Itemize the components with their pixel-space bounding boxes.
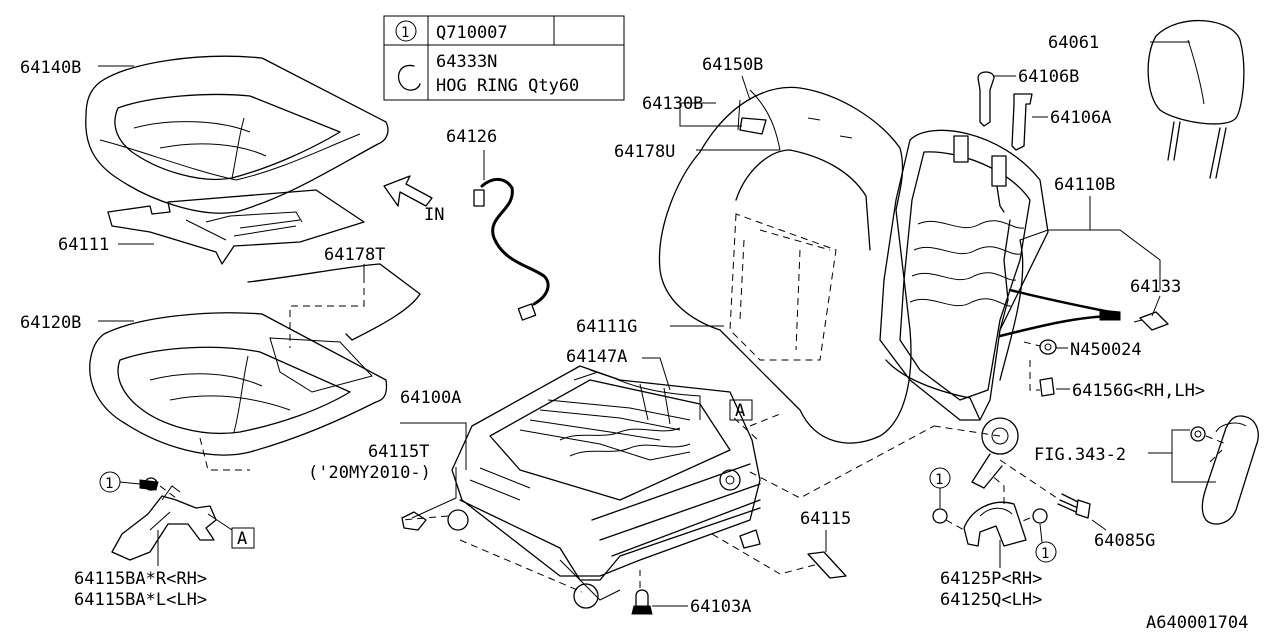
seatback-pad bbox=[658, 86, 912, 444]
label-64106B: 64106B bbox=[1018, 67, 1079, 87]
callout-1-label: 1 bbox=[935, 472, 943, 488]
label-N450024: N450024 bbox=[1070, 340, 1142, 360]
callout-1-bracket: 1 bbox=[99, 471, 141, 493]
seat-pad-plate bbox=[107, 189, 365, 265]
label-64150B: 64150B bbox=[702, 55, 763, 75]
label-64100A: 64100A bbox=[400, 388, 461, 408]
label-64103A: 64103A bbox=[690, 597, 751, 617]
bolt-64103A bbox=[631, 570, 688, 615]
direction-label: IN bbox=[424, 205, 444, 225]
headrest-guide-64106A bbox=[1011, 93, 1033, 151]
label-64125Q: 64125Q<LH> bbox=[940, 590, 1042, 610]
label-64156G: 64156G<RH,LH> bbox=[1072, 381, 1205, 401]
harness-64133 bbox=[998, 288, 1169, 338]
leader-lines bbox=[98, 41, 1216, 568]
label-64120B: 64120B bbox=[20, 313, 81, 333]
clip-64156G bbox=[1029, 360, 1055, 397]
seat-bracket-64115BA bbox=[111, 477, 233, 561]
label-64140B: 64140B bbox=[20, 58, 81, 78]
headrest-guide-64106B bbox=[977, 71, 995, 127]
direction-arrow-in: IN bbox=[383, 175, 444, 225]
headrest bbox=[1147, 19, 1245, 179]
label-64115BA-L: 64115BA*L<LH> bbox=[74, 590, 207, 610]
heater-harness bbox=[473, 178, 550, 321]
callout-a-label: A bbox=[735, 401, 745, 421]
callout-1-label: 1 bbox=[1041, 546, 1049, 562]
parts-legend: 1 Q710007 64333N HOG RING Qty60 bbox=[383, 15, 625, 101]
legend-row2-code: 64333N bbox=[436, 52, 497, 72]
callout-a-label: A bbox=[237, 529, 247, 549]
legend-row1-code: Q710007 bbox=[436, 23, 508, 43]
label-64178T: 64178T bbox=[324, 245, 385, 265]
label-64126: 64126 bbox=[446, 127, 497, 147]
label-64085G: 64085G bbox=[1094, 531, 1155, 551]
label-64111G: 64111G bbox=[576, 317, 637, 337]
recliner-cover-64125 bbox=[932, 473, 1048, 547]
label-64115T: 64115T bbox=[368, 442, 429, 462]
callout-1-cover-right: 1 bbox=[1035, 523, 1057, 563]
label-64178U: 64178U bbox=[614, 142, 675, 162]
seat-frame-assembly bbox=[401, 365, 935, 609]
label-64061: 64061 bbox=[1048, 33, 1099, 53]
label-64133: 64133 bbox=[1130, 277, 1181, 297]
label-64115BA-R: 64115BA*R<RH> bbox=[74, 569, 207, 589]
legend-callout-1-icon: 1 bbox=[395, 20, 417, 42]
label-fig-343-2: FIG.343-2 bbox=[1034, 445, 1126, 465]
legend-row2-desc: HOG RING Qty60 bbox=[436, 76, 579, 96]
armrest-fig343-2 bbox=[1190, 415, 1259, 525]
frame-plate-64115 bbox=[807, 551, 847, 579]
label-64130B: 64130B bbox=[642, 94, 703, 114]
label-64115: 64115 bbox=[800, 509, 851, 529]
callout-1-label: 1 bbox=[105, 476, 113, 492]
seat-cushion-cover bbox=[85, 55, 389, 214]
seat-wire-harness bbox=[247, 263, 421, 348]
seat-cushion-pad bbox=[89, 312, 388, 471]
label-64106A: 64106A bbox=[1050, 108, 1111, 128]
hog-ring-icon bbox=[397, 64, 421, 91]
seatback-frame bbox=[879, 129, 1049, 489]
bolt-64085G bbox=[999, 459, 1091, 519]
callout-a-frame: A bbox=[729, 399, 753, 421]
callout-1-cover-left: 1 bbox=[929, 467, 951, 508]
label-64115T-note: ('20MY2010-) bbox=[308, 463, 431, 483]
legend-row1-marker: 1 bbox=[401, 25, 409, 41]
label-64111: 64111 bbox=[58, 235, 109, 255]
callout-a-bracket: A bbox=[231, 527, 255, 549]
label-64147A: 64147A bbox=[566, 347, 627, 367]
clip-N450024 bbox=[1023, 339, 1057, 355]
part-labels: 64140B 64111 64120B 64126 64178T 64100A … bbox=[20, 33, 1248, 633]
drawing-number: A640001704 bbox=[1146, 613, 1248, 633]
label-64110B: 64110B bbox=[1054, 175, 1115, 195]
label-64125P: 64125P<RH> bbox=[940, 569, 1042, 589]
